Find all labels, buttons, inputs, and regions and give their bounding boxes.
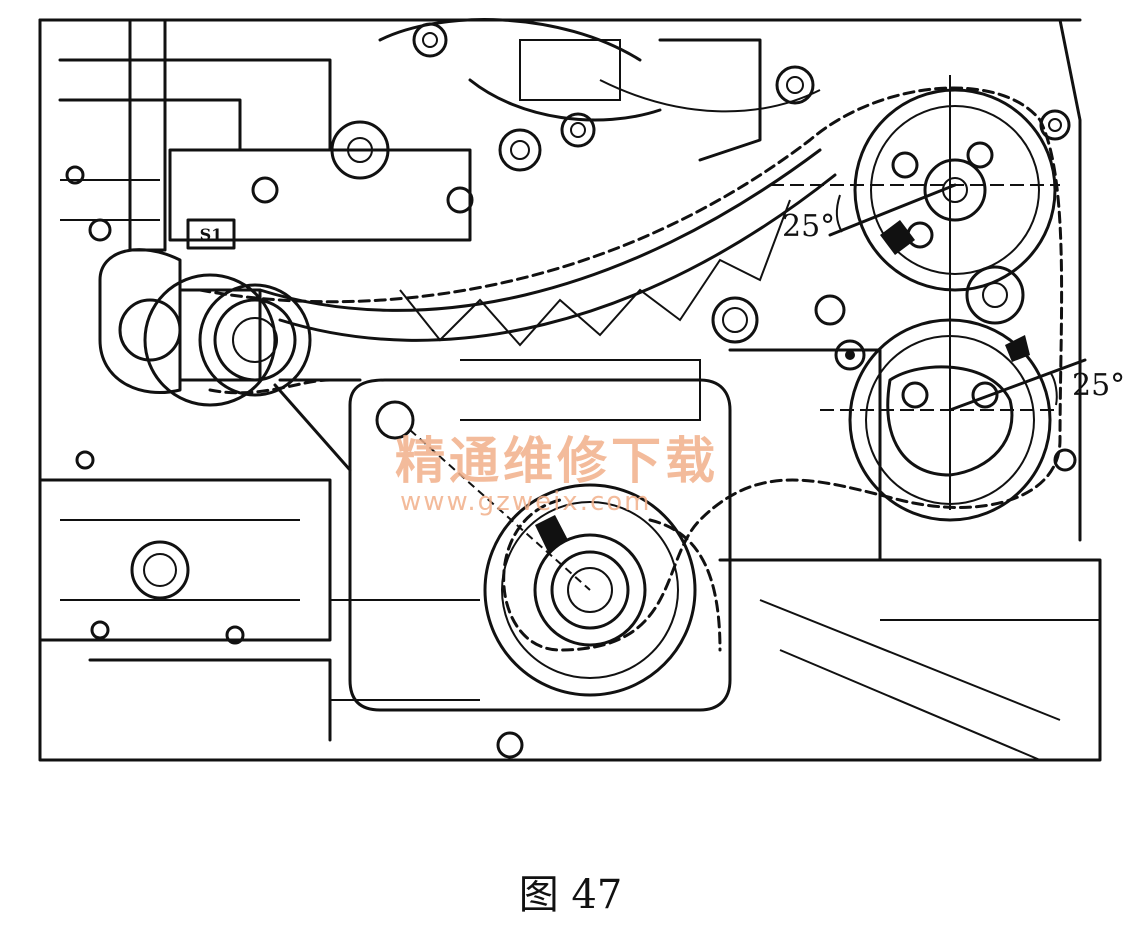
holding-tool — [98, 18, 277, 407]
figure-caption: 图 47 — [518, 872, 623, 918]
angle-label-lower: 25° — [1072, 368, 1125, 403]
watermark-cn: 精通维修下载 — [395, 432, 719, 490]
inset-detail — [273, 378, 732, 712]
bolts — [65, 22, 1077, 759]
chain-guide — [258, 120, 837, 347]
watermark: 精通维修下载 www.gzweix.com — [395, 432, 719, 517]
upper-cam-sprocket — [853, 88, 1057, 292]
tool-mark-text: S1 — [200, 225, 223, 244]
tool-mark-label: S1 — [186, 218, 236, 250]
idler-sprocket — [965, 265, 1025, 325]
angle-label-upper: 25° — [782, 209, 835, 244]
left-sprocket — [198, 283, 312, 397]
watermark-url: www.gzweix.com — [400, 487, 652, 517]
engine-block-outline — [38, 18, 1102, 762]
angle-reference-lines — [770, 75, 1087, 510]
